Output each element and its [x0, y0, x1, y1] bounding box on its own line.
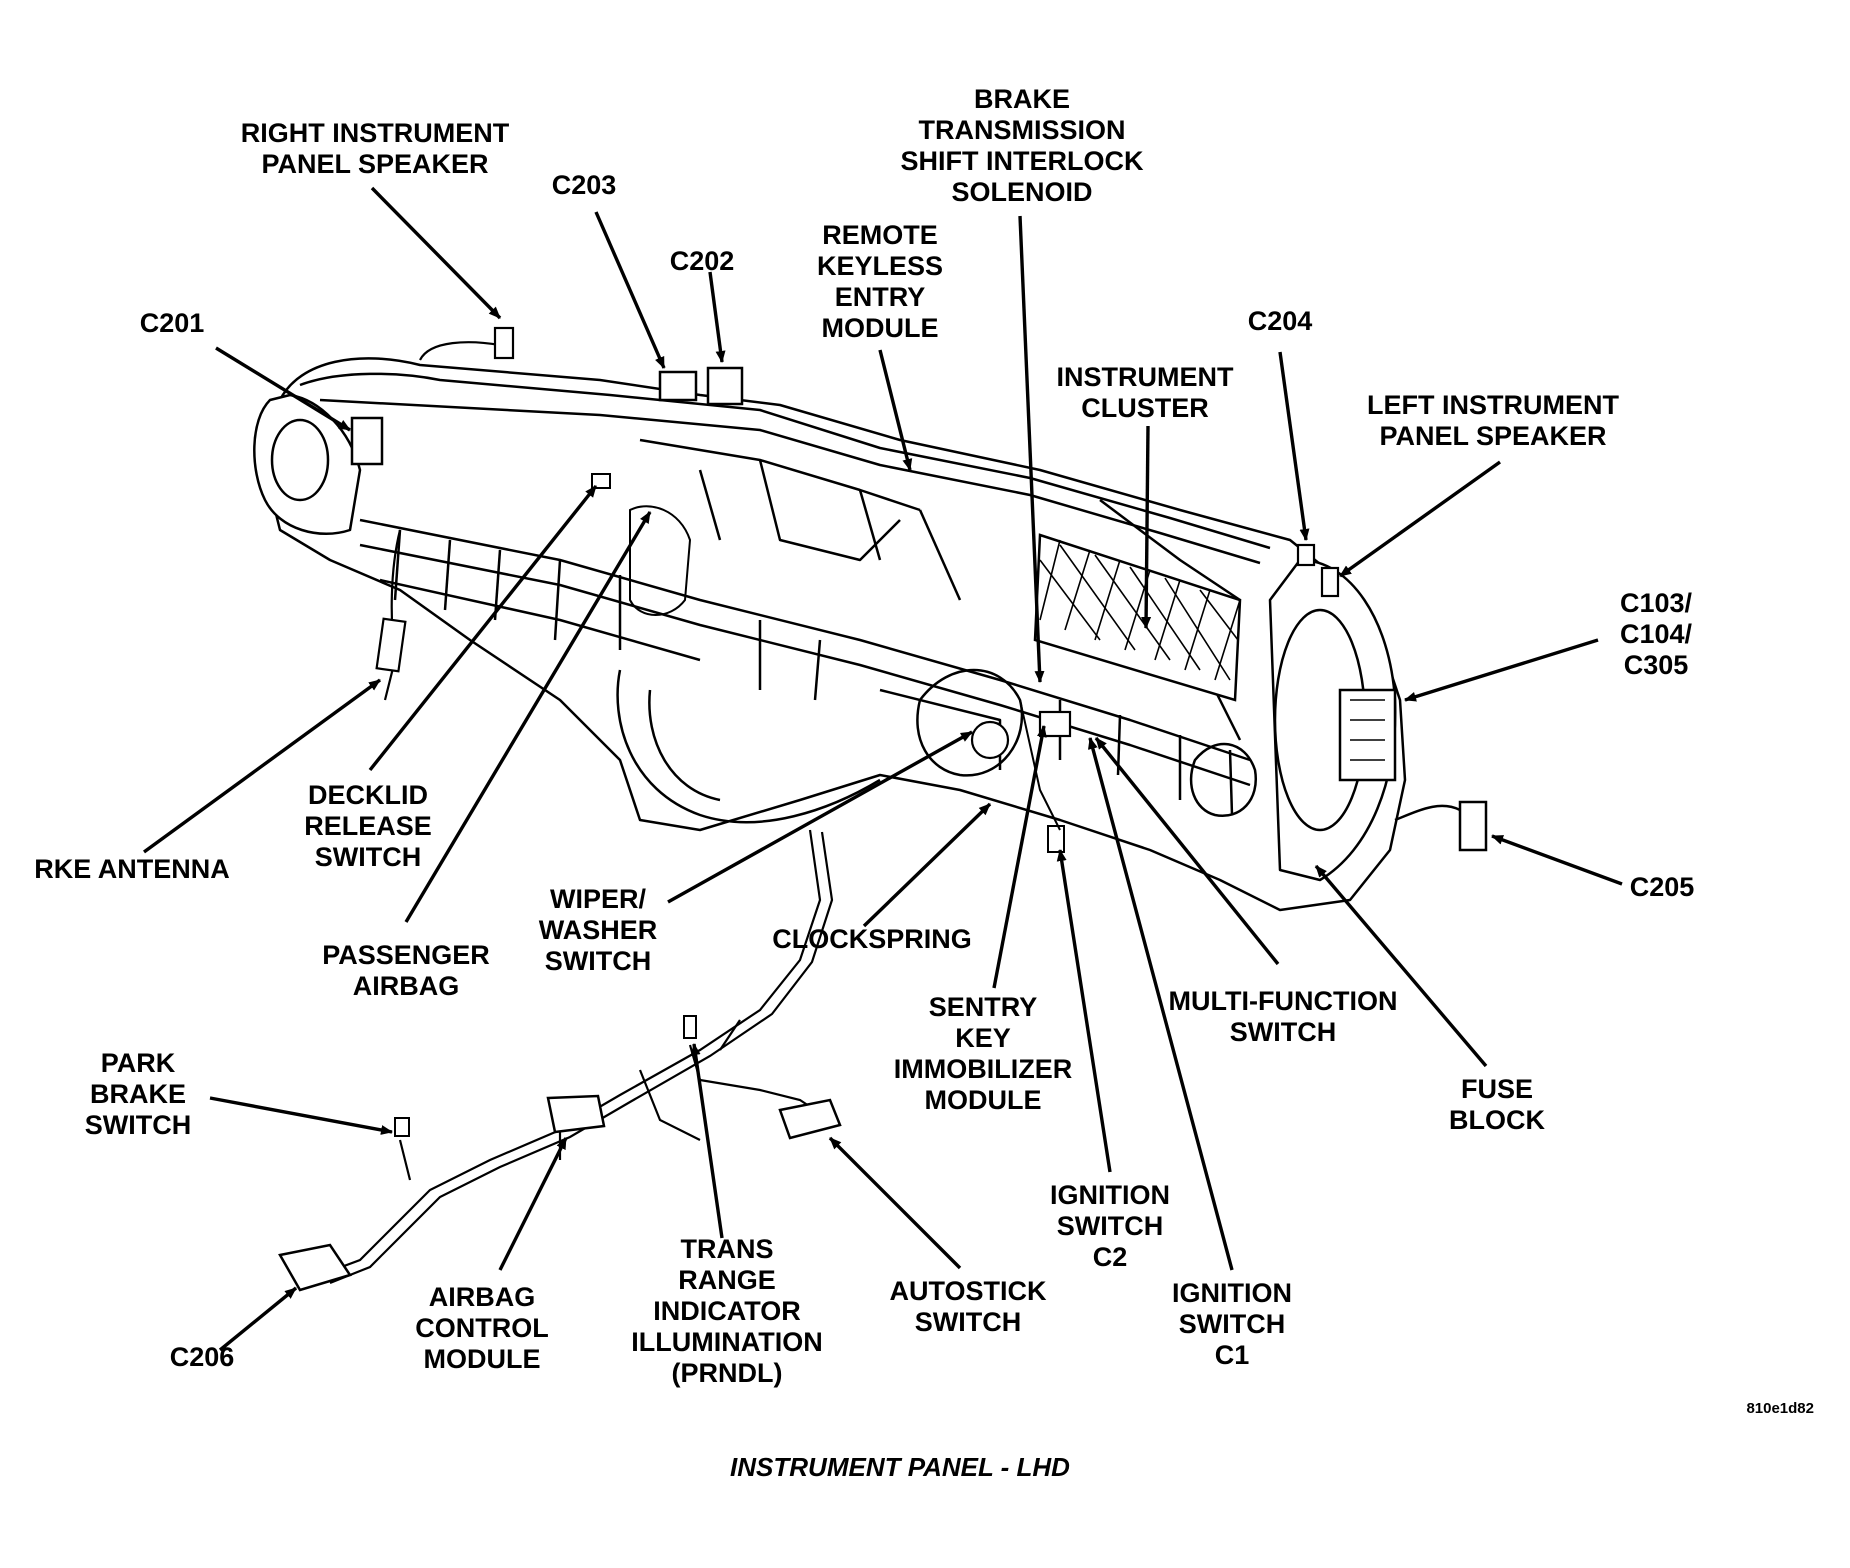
- label-line: RKE ANTENNA: [34, 854, 230, 884]
- label-line: IGNITION: [1172, 1278, 1292, 1308]
- label-line: SENTRY: [928, 992, 1038, 1022]
- label-line: TRANS: [680, 1234, 774, 1264]
- label-line: SWITCH: [544, 946, 652, 976]
- label-line: WIPER/: [549, 884, 647, 914]
- label-line: AUTOSTICK: [889, 1276, 1047, 1306]
- label-line: IGNITION: [1050, 1180, 1170, 1210]
- dashboard-body: [253, 357, 1407, 912]
- label-line: AIRBAG: [428, 1282, 536, 1312]
- label-line: C202: [669, 246, 735, 276]
- label-line: RANGE: [678, 1265, 776, 1295]
- label-line: AIRBAG: [352, 971, 460, 1001]
- label-rke-antenna: RKE ANTENNA: [34, 854, 230, 885]
- label-line: REMOTE: [822, 220, 938, 250]
- label-line: CLUSTER: [1081, 393, 1209, 423]
- label-line: MODULE: [423, 1344, 541, 1374]
- label-c203: C203: [552, 170, 617, 201]
- label-line: DECKLID: [308, 780, 428, 810]
- label-line: C1: [1214, 1340, 1250, 1370]
- label-line: INSTRUMENT: [1056, 362, 1234, 392]
- label-line: C305: [1623, 650, 1689, 680]
- label-line: CONTROL: [415, 1313, 549, 1343]
- label-line: SOLENOID: [951, 177, 1093, 207]
- label-line: BLOCK: [1449, 1105, 1545, 1135]
- figure-code: 810e1d82: [1746, 1400, 1814, 1417]
- label-line: IMMOBILIZER: [893, 1054, 1073, 1084]
- label-line: SWITCH: [84, 1110, 192, 1140]
- label-line: BRAKE: [89, 1079, 187, 1109]
- label-line: SWITCH: [314, 842, 422, 872]
- label-line: C104/: [1619, 619, 1693, 649]
- label-line: SHIFT INTERLOCK: [900, 146, 1144, 176]
- label-line: WASHER: [538, 915, 658, 945]
- label-line: BRAKE: [973, 84, 1070, 114]
- label-line: PARK: [100, 1048, 176, 1078]
- label-line: SWITCH: [1056, 1211, 1164, 1241]
- leader-lines: [142, 186, 1623, 1352]
- label-line: INDICATOR: [653, 1296, 801, 1326]
- label-c205: C205: [1630, 872, 1695, 903]
- label-line: C204: [1247, 306, 1313, 336]
- label-line: SWITCH: [1229, 1017, 1337, 1047]
- label-line: KEYLESS: [816, 251, 944, 281]
- label-line: SWITCH: [914, 1307, 1022, 1337]
- label-c201: C201: [140, 308, 205, 339]
- label-line: MULTI-FUNCTION: [1168, 986, 1398, 1016]
- label-c202: C202: [670, 246, 735, 277]
- label-line: RIGHT INSTRUMENT: [240, 118, 510, 148]
- label-line: ENTRY: [834, 282, 926, 312]
- figure-caption: INSTRUMENT PANEL - LHD: [730, 1452, 1070, 1482]
- label-line: PASSENGER: [322, 940, 490, 970]
- label-clockspring: CLOCKSPRING: [772, 924, 972, 955]
- label-line: C103/: [1619, 588, 1693, 618]
- label-line: PANEL SPEAKER: [261, 149, 489, 179]
- label-c206: C206: [170, 1342, 235, 1373]
- label-line: ILLUMINATION: [631, 1327, 823, 1357]
- label-line: KEY: [955, 1023, 1011, 1053]
- label-line: PANEL SPEAKER: [1379, 421, 1607, 451]
- label-line: C2: [1092, 1242, 1128, 1272]
- label-line: C203: [551, 170, 617, 200]
- label-line: (PRNDL): [671, 1358, 783, 1388]
- label-line: C206: [169, 1342, 235, 1372]
- label-line: CLOCKSPRING: [772, 924, 972, 954]
- label-line: FUSE: [1460, 1074, 1533, 1104]
- label-line: TRANSMISSION: [918, 115, 1126, 145]
- label-line: C201: [139, 308, 205, 338]
- label-line: MODULE: [821, 313, 939, 343]
- label-line: LEFT INSTRUMENT: [1367, 390, 1619, 420]
- label-line: SWITCH: [1178, 1309, 1286, 1339]
- label-c204: C204: [1248, 306, 1313, 337]
- label-c103-c104-c305: C103/C104/C305: [1620, 588, 1692, 681]
- label-line: MODULE: [924, 1085, 1042, 1115]
- label-line: RELEASE: [304, 811, 432, 841]
- label-line: C205: [1629, 872, 1695, 902]
